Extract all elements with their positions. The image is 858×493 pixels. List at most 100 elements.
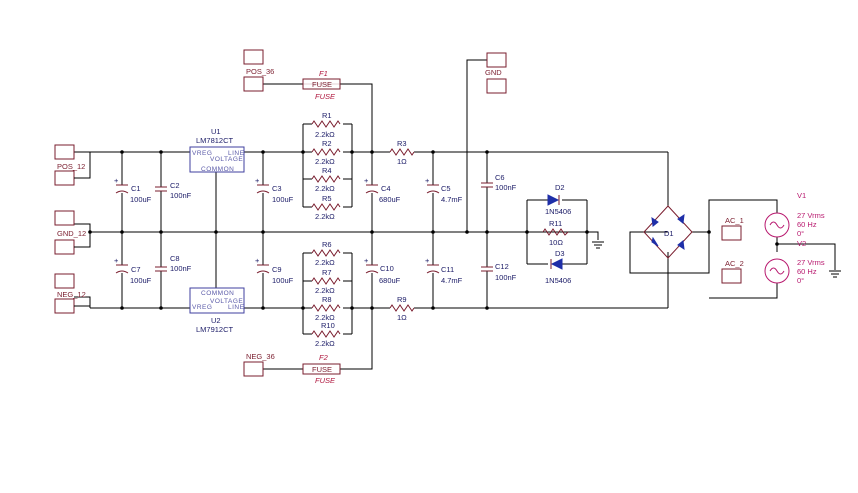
port-pos-12-label: POS_12 (57, 162, 85, 171)
fuse-f1-label: FUSE (315, 92, 336, 101)
port-pos-36[interactable]: POS_36 (243, 49, 274, 92)
svg-text:+: + (114, 176, 119, 185)
regulator-u1-pin-voltage: VOLTAGE (210, 156, 243, 163)
resistor-r6[interactable]: R6 2.2kΩ (311, 240, 341, 267)
resistor-r4-value: 2.2kΩ (315, 184, 335, 193)
regulator-u2-model: LM7912CT (196, 325, 234, 334)
capacitor-c9[interactable]: + C9 100uF (255, 256, 294, 285)
capacitor-c12[interactable]: C12 100nF (481, 262, 517, 282)
resistor-r2[interactable]: R2 2.2kΩ (311, 139, 341, 166)
resistor-r8[interactable]: R8 2.2kΩ (311, 295, 341, 322)
capacitor-c7[interactable]: + C7 100uF (114, 256, 152, 285)
port-neg-36-label: NEG_36 (246, 352, 275, 361)
diode-d3[interactable]: D3 1N5406 (545, 249, 571, 285)
diode-d2-ref: D2 (555, 183, 565, 192)
fuse-f2-ref: F2 (319, 353, 329, 362)
resistor-r9[interactable]: R9 1Ω (389, 295, 415, 322)
resistor-r1-ref: R1 (322, 111, 332, 120)
fuse-f2-label: FUSE (315, 376, 336, 385)
port-neg-12[interactable]: NEG_12 (54, 273, 90, 314)
resistor-r11-value: 10Ω (549, 238, 563, 247)
svg-text:+: + (425, 176, 430, 185)
capacitor-c10-ref: C10 (380, 264, 394, 273)
port-gnd-12-label: GND_12 (57, 229, 86, 238)
port-ac-1[interactable]: AC_1 (721, 216, 744, 241)
regulator-u1-pin-vreg: VREG (192, 150, 212, 157)
capacitor-c3[interactable]: + C3 100uF (255, 176, 294, 204)
port-ac-2[interactable]: AC_2 (721, 259, 744, 284)
ac-source-v2-frequency: 60 Hz (797, 267, 817, 276)
regulator-u2[interactable]: COMMON VOLTAGE VREG LINE U2 LM7912CT (189, 287, 245, 334)
ac-source-v2-amplitude: 27 Vrms (797, 258, 825, 267)
regulator-u1-pin-common: COMMON (201, 166, 234, 173)
resistor-r5-ref: R5 (322, 194, 332, 203)
svg-text:+: + (114, 256, 119, 265)
diode-d2[interactable]: D2 1N5406 (545, 183, 571, 216)
ac-source-v1-frequency: 60 Hz (797, 220, 817, 229)
ac-source-v1[interactable]: V1 27 Vrms 60 Hz 0° (764, 191, 825, 238)
capacitor-c11[interactable]: + C11 4.7mF (425, 256, 463, 285)
wires (74, 59, 836, 370)
regulator-u2-pin-common: COMMON (201, 290, 234, 297)
port-gnd[interactable]: GND (485, 52, 507, 94)
port-neg-36[interactable]: NEG_36 (243, 352, 275, 377)
resistor-r8-value: 2.2kΩ (315, 313, 335, 322)
capacitor-c6-ref: C6 (495, 173, 505, 182)
port-gnd-12[interactable]: GND_12 (54, 210, 91, 255)
resistor-r10[interactable]: R10 2.2kΩ (311, 321, 341, 348)
capacitor-c2[interactable]: C2 100nF (155, 181, 192, 200)
regulator-u1-ref: U1 (211, 127, 221, 136)
capacitor-c5-ref: C5 (441, 184, 451, 193)
ac-source-v2-ref: V2 (797, 239, 806, 248)
port-pos-12[interactable]: POS_12 (54, 144, 91, 186)
ground-symbol-1 (592, 241, 604, 249)
bridge-rectifier-d1-ref: D1 (664, 229, 674, 238)
bridge-rectifier-d1[interactable]: D1 (643, 205, 693, 259)
capacitor-c6[interactable]: C6 100nF (481, 173, 517, 192)
regulator-u2-pin-voltage: VOLTAGE (210, 298, 243, 305)
capacitor-c4[interactable]: + C4 680uF (364, 176, 401, 204)
capacitor-c11-value: 4.7mF (441, 276, 463, 285)
resistor-r11[interactable]: R11 10Ω (542, 219, 569, 247)
capacitor-c6-value: 100nF (495, 183, 517, 192)
capacitor-c9-value: 100uF (272, 276, 294, 285)
port-ac-1-label: AC_1 (725, 216, 744, 225)
resistor-r1[interactable]: R1 2.2kΩ (311, 111, 341, 139)
fuse-f2-body: FUSE (312, 365, 332, 374)
resistor-r9-ref: R9 (397, 295, 407, 304)
ac-source-v2[interactable]: V2 27 Vrms 60 Hz 0° (764, 239, 825, 285)
capacitor-c10[interactable]: + C10 680uF (364, 256, 401, 285)
diode-d2-model: 1N5406 (545, 207, 571, 216)
ground-symbol-2 (829, 270, 841, 278)
regulator-u1[interactable]: U1 LM7812CT VREG LINE VOLTAGE COMMON (189, 127, 245, 173)
svg-text:+: + (364, 176, 369, 185)
capacitor-c8-ref: C8 (170, 254, 180, 263)
capacitor-c2-value: 100nF (170, 191, 192, 200)
regulator-u2-pin-vreg: VREG (192, 304, 212, 311)
svg-text:+: + (364, 256, 369, 265)
fuse-f1[interactable]: F1 FUSE FUSE (302, 69, 341, 101)
capacitor-c8[interactable]: C8 100nF (155, 254, 192, 273)
resistor-r2-value: 2.2kΩ (315, 157, 335, 166)
resistor-r9-value: 1Ω (397, 313, 407, 322)
resistor-r4[interactable]: R4 2.2kΩ (311, 166, 341, 193)
diode-d3-model: 1N5406 (545, 276, 571, 285)
fuse-f2[interactable]: F2 FUSE FUSE (302, 353, 341, 385)
regulator-u1-model: LM7812CT (196, 136, 234, 145)
resistor-r7[interactable]: R7 2.2kΩ (311, 268, 341, 295)
capacitor-c5[interactable]: + C5 4.7mF (425, 176, 463, 204)
ac-source-v1-amplitude: 27 Vrms (797, 211, 825, 220)
resistor-r3[interactable]: R3 1Ω (389, 139, 415, 166)
capacitor-c12-ref: C12 (495, 262, 509, 271)
junction-dots (88, 150, 779, 310)
capacitor-c1[interactable]: + C1 100uF (114, 176, 152, 204)
capacitor-c3-value: 100uF (272, 195, 294, 204)
resistor-r3-ref: R3 (397, 139, 407, 148)
capacitor-c9-ref: C9 (272, 265, 282, 274)
capacitor-c1-ref: C1 (131, 184, 141, 193)
resistor-r5[interactable]: R5 2.2kΩ (311, 194, 341, 221)
fuse-f1-body: FUSE (312, 80, 332, 89)
fuse-f1-ref: F1 (319, 69, 328, 78)
capacitor-c4-ref: C4 (381, 184, 391, 193)
